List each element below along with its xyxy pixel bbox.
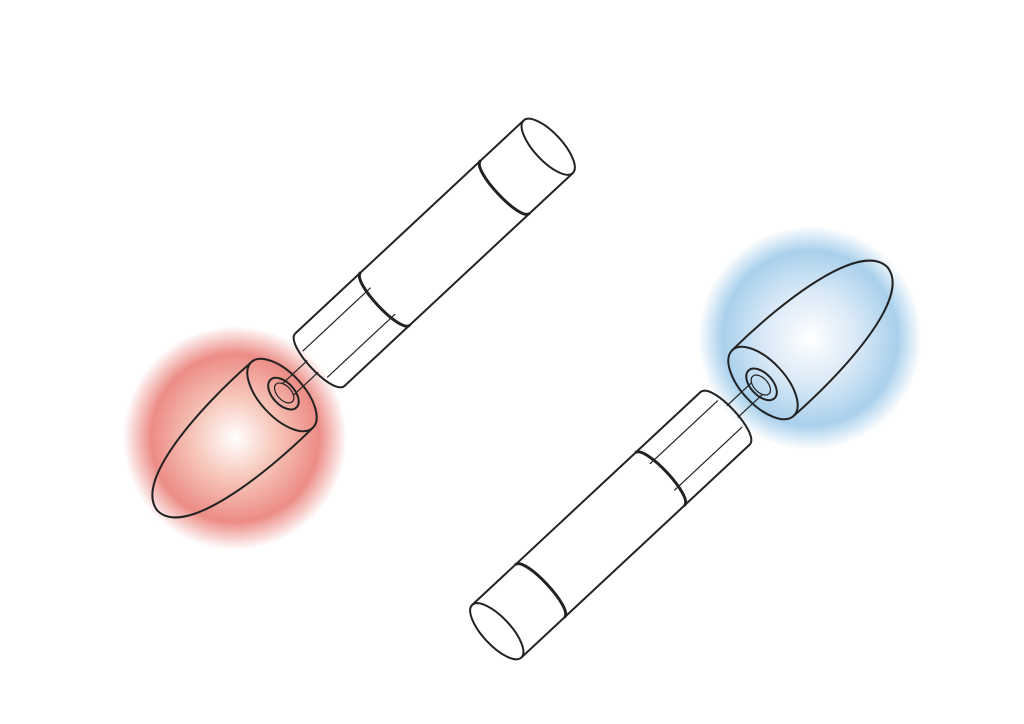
cool-glow: [698, 226, 922, 450]
warm-glow: [123, 326, 347, 550]
